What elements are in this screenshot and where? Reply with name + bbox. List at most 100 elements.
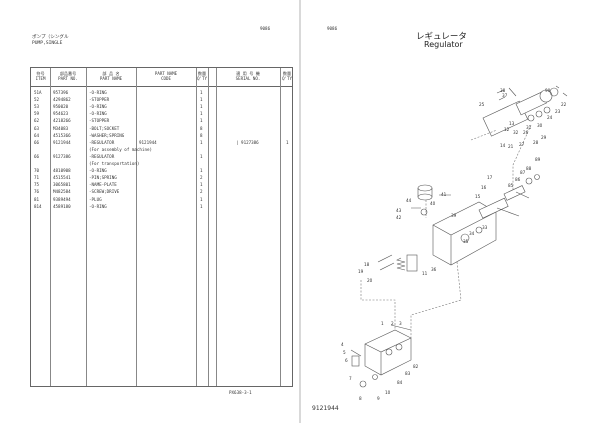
cell-pn: 3065801 <box>53 182 71 188</box>
cell-qt: 8 <box>200 125 203 131</box>
cell-nm: -SCREW;DRIVE <box>89 189 120 195</box>
cell-nm: -STOPPER <box>89 118 110 124</box>
callout-number: 16 <box>481 185 487 190</box>
callout-number: 88 <box>526 166 532 171</box>
cell-pn: 4218266 <box>53 118 71 124</box>
callout-number: 35 <box>463 239 469 244</box>
cell-no: 62 <box>34 118 40 124</box>
callout-number: 7 <box>349 376 352 381</box>
callout-number: 86 <box>515 177 521 182</box>
callout-number: 10 <box>385 390 391 395</box>
callout-number: 29 <box>541 135 547 140</box>
callout-number: 87 <box>520 170 526 175</box>
callout-number: 5 <box>343 350 346 355</box>
cell-cd: 9121944 <box>139 139 157 145</box>
callout-number: 15 <box>475 194 481 199</box>
cell-no: 52 <box>34 97 40 103</box>
footer-code: PX638-3-1 <box>229 390 252 395</box>
cell-pn: 4294862 <box>53 97 71 103</box>
cell-pn: 9121944 <box>53 139 71 145</box>
cell-pn: 9389494 <box>53 196 71 202</box>
callout-number: 90 <box>545 88 551 93</box>
cell-no: 70 <box>34 168 40 174</box>
cell-pn: 957396 <box>53 90 69 95</box>
cell-qt: 2 <box>200 175 203 181</box>
cell-pn: 4810908 <box>53 168 71 174</box>
callout-number: 31 <box>526 125 532 130</box>
callout-number: 25 <box>479 102 485 107</box>
callout-number: 2 <box>391 321 394 326</box>
callout-number: 44 <box>406 198 412 203</box>
table-row: (For transportation) <box>31 160 292 167</box>
callout-number: 11 <box>422 271 428 276</box>
callout-number: 41 <box>441 192 447 197</box>
callout-number: 40 <box>430 201 436 206</box>
cell-nm: -STOPPER <box>89 97 110 103</box>
table-row: 62 4218266 -STOPPER 1 <box>31 117 292 124</box>
cell-qt: 1 <box>200 168 203 174</box>
cell-pn: 9127386 <box>53 153 71 159</box>
cell-pn: M34083 <box>53 125 69 131</box>
cell-sr: | 9127386 <box>236 139 259 145</box>
page-code: 9086 <box>327 26 338 31</box>
callout-number: 14 <box>500 143 506 148</box>
table-row: 70 4810908 -O-RING 1 <box>31 167 292 174</box>
cell-nm: -WASHER;SPRING <box>89 132 125 138</box>
cell-nm: -PIN;SPRING <box>89 175 117 181</box>
cell-pn: 950020 <box>53 104 69 110</box>
cell-pn: 4515366 <box>53 132 71 138</box>
cell-nm: -O-RING <box>89 168 107 174</box>
cell-nm: -NAME-PLATE <box>89 182 117 188</box>
callout-number: 17 <box>487 175 493 180</box>
cell-no: 64 <box>34 132 40 138</box>
callout-number: 8 <box>359 396 362 401</box>
table-row: (For assembly of machine) <box>31 146 292 153</box>
callout-number: 22 <box>561 102 567 107</box>
cell-qt: 1 <box>200 118 203 124</box>
callout-number: 30 <box>537 123 543 128</box>
callout-number: 84 <box>397 380 403 385</box>
cell-no: 63 <box>34 125 40 131</box>
cell-qt: 1 <box>200 182 203 188</box>
callout-number: 32 <box>513 130 519 135</box>
callout-number: 34 <box>469 231 475 236</box>
callout-number: 89 <box>535 157 541 162</box>
cell-no: 81 <box>34 196 40 202</box>
cell-qt: 2 <box>200 189 203 195</box>
callout-number: 18 <box>364 262 370 267</box>
callout-number: 28 <box>533 140 539 145</box>
callout-number: 23 <box>555 109 561 114</box>
callout-number: 9 <box>377 396 380 401</box>
cell-qt: 1 <box>200 203 203 209</box>
cell-nm: -O-RING <box>89 90 107 95</box>
illustration-page: 9086 レギュレータ Regulator <box>301 0 600 423</box>
cell-qt: 1 <box>200 139 203 145</box>
callout-number: 24 <box>547 115 553 120</box>
cell-nm: -O-RING <box>89 104 107 110</box>
callout-number: 83 <box>405 371 411 376</box>
callout-number: 12 <box>504 127 510 132</box>
callout-number: 6 <box>345 358 348 363</box>
cell-no: 814 <box>34 203 42 209</box>
callout-number: 21 <box>508 144 514 149</box>
callout-number: 4 <box>341 342 344 347</box>
callout-number: 19 <box>358 269 364 274</box>
page-title-en: PUMP,SINGLE <box>32 41 63 46</box>
cell-nm: -REGULATOR <box>89 153 115 159</box>
callout-number: 42 <box>396 215 402 220</box>
cell-nm: -REGULATOR <box>89 139 115 145</box>
cell-q2: 1 <box>286 139 289 145</box>
